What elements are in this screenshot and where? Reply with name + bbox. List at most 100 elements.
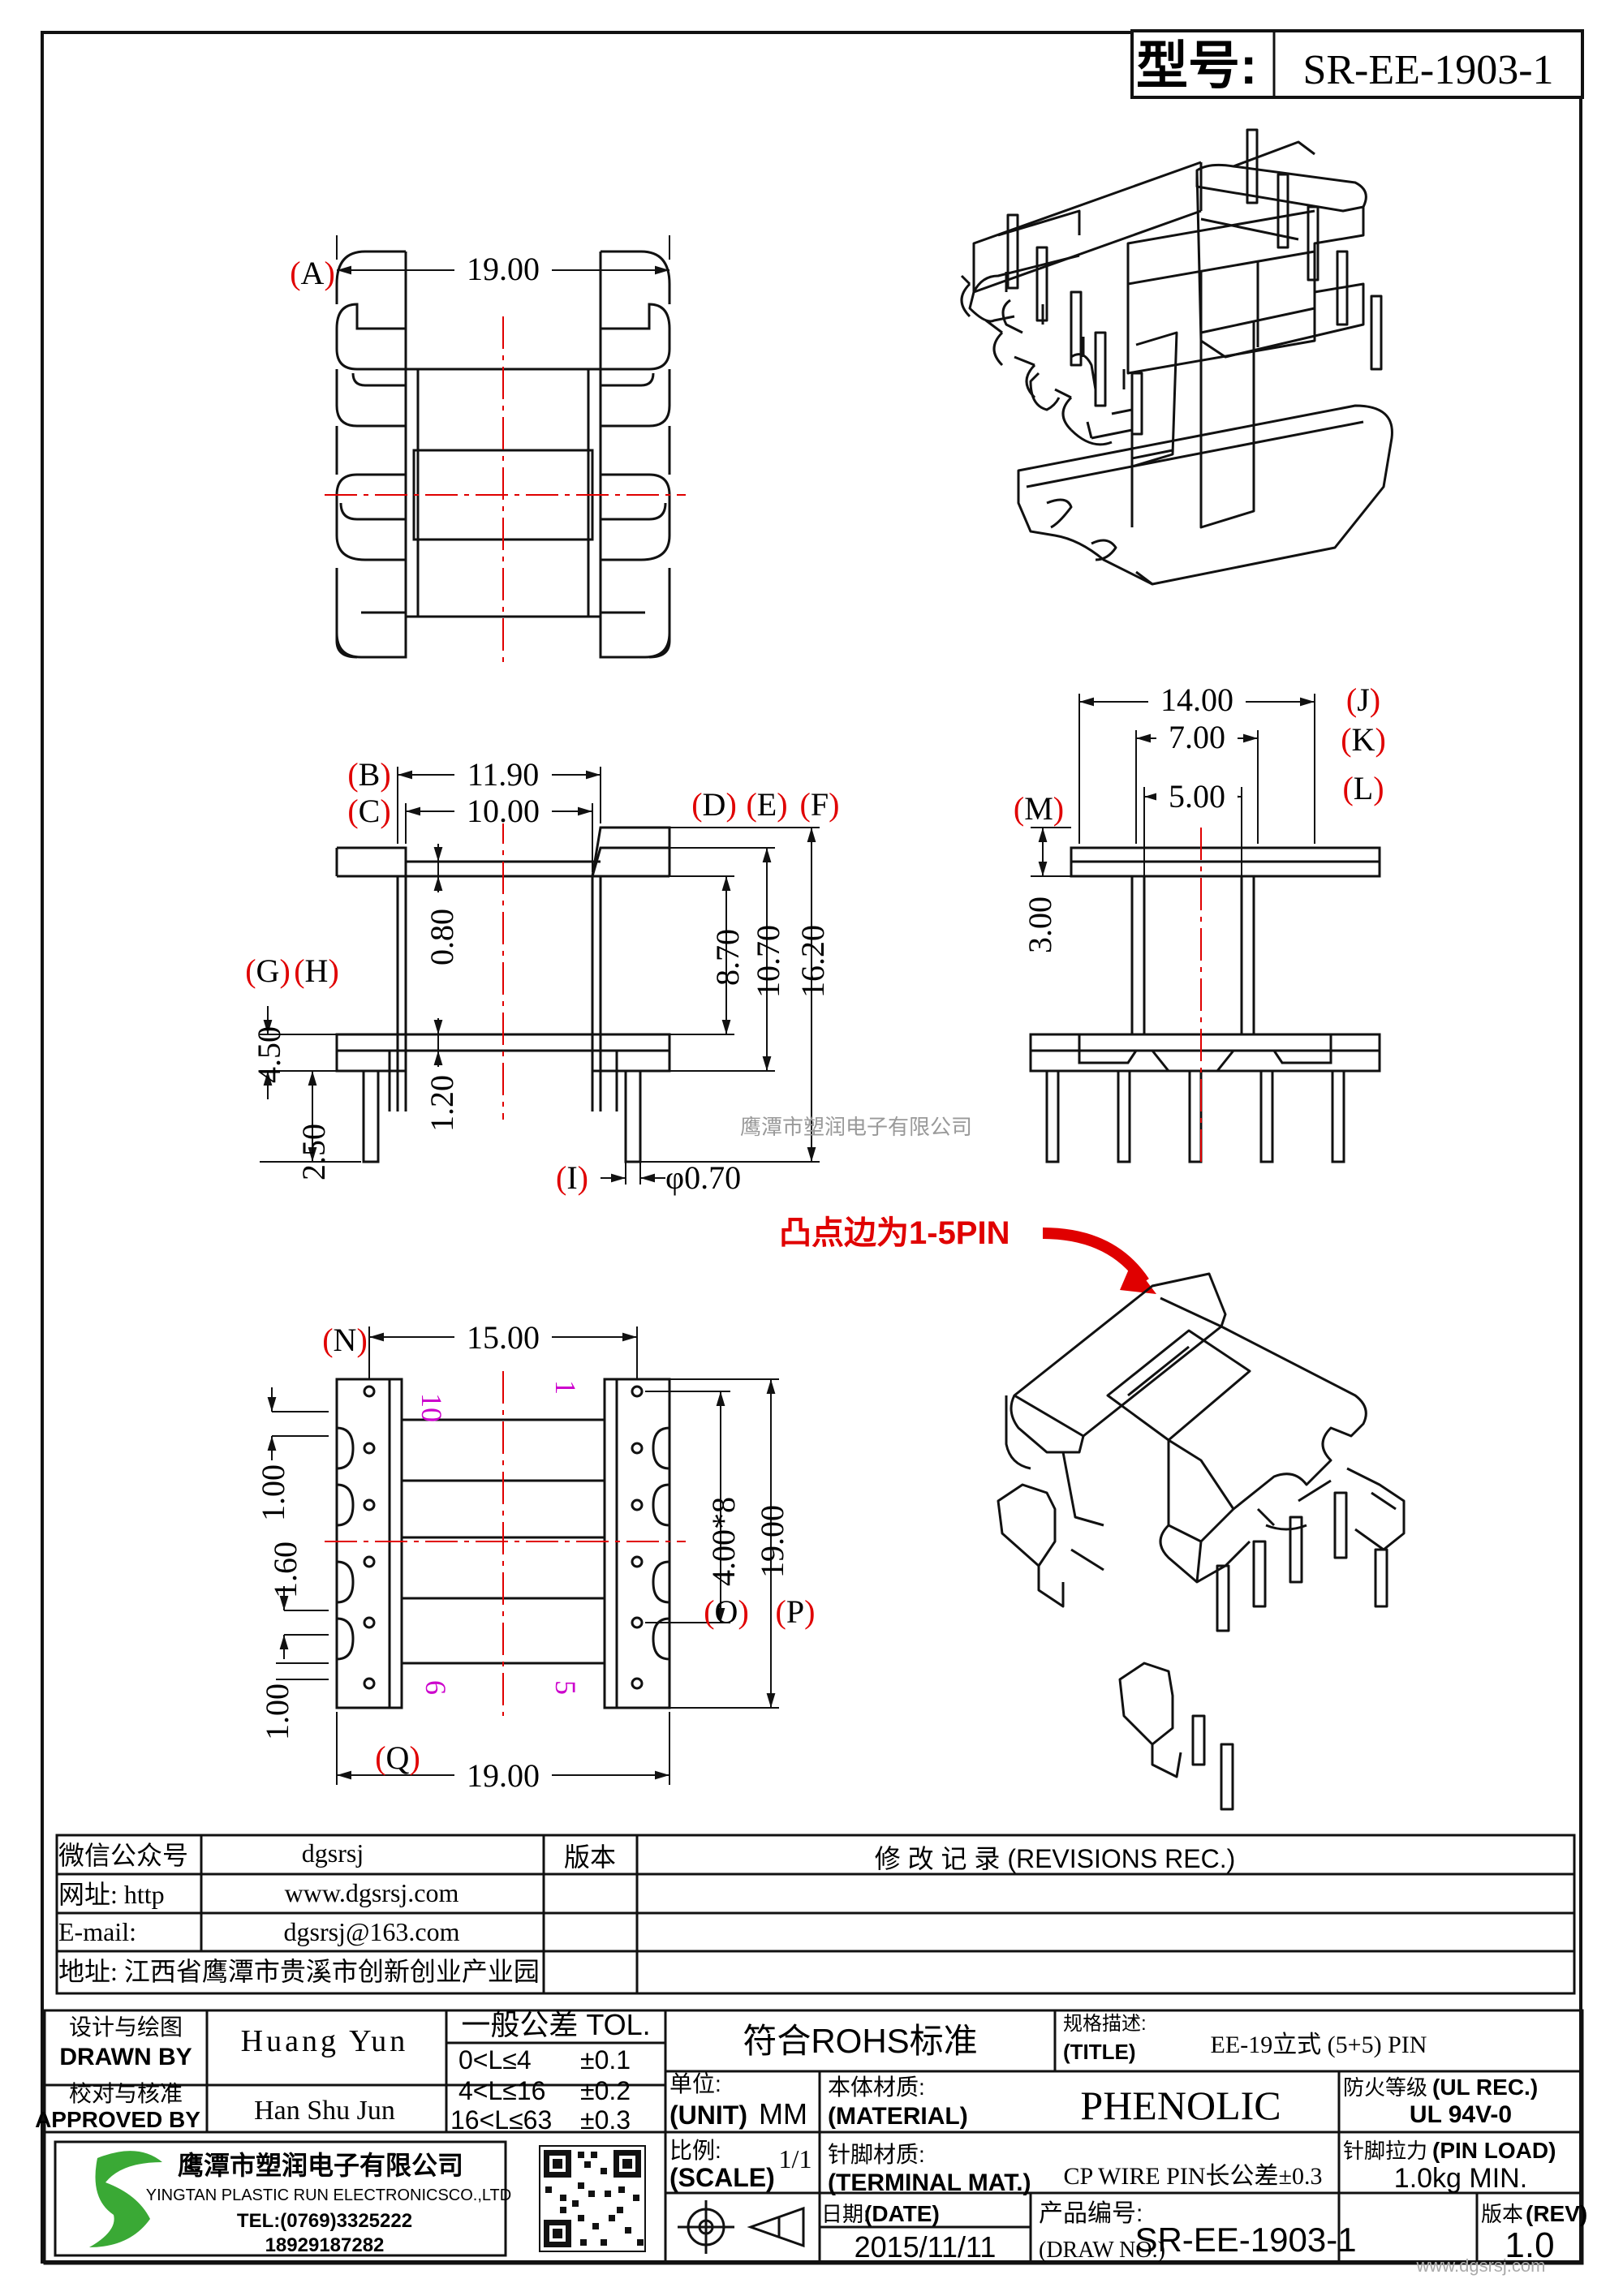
scale-label-cn: 比例: [669, 2138, 721, 2163]
tol-range-3: 16<L≤63 [450, 2105, 552, 2135]
info-table-lines [55, 1834, 1576, 1995]
dim-K-value: 7.00 [1169, 719, 1225, 755]
drawno-label-cn: 产品编号: [1039, 2200, 1143, 2227]
letter-F: (F) [800, 786, 840, 823]
ul-label-en: (UL REC.) [1432, 2075, 1538, 2100]
dim-1-60-value: 1.60 [267, 1541, 304, 1598]
spec-label-en: (TITLE) [1063, 2040, 1136, 2064]
designer-label-cn: 设计与绘图 [69, 2014, 183, 2040]
projection-symbol [678, 2200, 805, 2254]
dim-F-value: 16.20 [794, 925, 831, 998]
company-block: 鹰潭市塑润电子有限公司 YINGTAN PLASTIC RUN ELECTRON… [54, 2140, 646, 2257]
terminal-value: CP WIRE PIN长公差±0.3 [1064, 2163, 1323, 2190]
pinload-label-en: (PIN LOAD) [1432, 2138, 1556, 2163]
company-logo [89, 2151, 162, 2247]
designer-label-en: DRAWN BY [59, 2044, 192, 2070]
material-label-cn: 本体材质: [828, 2075, 925, 2100]
letter-C: (C) [347, 793, 390, 829]
approver-label-en: APPROVED BY [35, 2107, 200, 2132]
rev-value: 1.0 [1505, 2225, 1554, 2265]
date-value: 2015/11/11 [855, 2230, 997, 2264]
scale-value: 1/1 [779, 2144, 812, 2173]
dim-M-value: 3.00 [1022, 896, 1058, 953]
company-tel: TEL:(0769)3325222 [237, 2210, 412, 2232]
spec-label-cn: 规格描述: [1063, 2013, 1147, 2035]
tol-range-2: 4<L≤16 [458, 2076, 545, 2105]
dim-1-00-a-value: 1.00 [255, 1464, 291, 1521]
dim-J-value: 14.00 [1160, 681, 1233, 718]
side-view [1029, 846, 1381, 1163]
unit-label-en: (UNIT) [669, 2100, 747, 2130]
dim-B-value: 11.90 [467, 756, 540, 793]
dim-C-value: 10.00 [467, 793, 540, 829]
dim-1-00-b-value: 1.00 [259, 1683, 295, 1740]
rev-label-cn: 版本 [1481, 2202, 1523, 2226]
bottom-view-dims [267, 1326, 779, 1785]
letter-O: (O) [704, 1593, 749, 1630]
terminal-label-cn: 针脚材质: [828, 2142, 925, 2167]
dim-G-value: 4.50 [251, 1026, 287, 1083]
info-value-email: dgsrsj@163.com [283, 1917, 459, 1946]
bottom-view-centerlines [325, 1371, 686, 1716]
title-block-text: 设计与绘图 DRAWN BY Huang Yun 校对与核准 APPROVED … [35, 2008, 1587, 2265]
tol-value-1: ±0.1 [580, 2045, 631, 2075]
spec-value: EE-19立式 (5+5) PIN [1211, 2032, 1427, 2058]
ul-label-cn: 防火等级 [1343, 2075, 1427, 2100]
watermark-bottom: www.dgsrsj.com [1416, 2255, 1546, 2276]
bottom-view-labels: 15.00 (N) 19.00 (Q) 19.00 (P) 4.00*8 (O)… [255, 1319, 815, 1794]
model-box: 型号: SR-EE-1903-1 [1130, 29, 1584, 99]
revisions-header: 修 改 记 录 (REVISIONS REC.) [875, 1844, 1236, 1873]
version-header: 版本 [564, 1842, 616, 1872]
info-table-text: 微信公众号 dgsrsj 网址: http www.dgsrsj.com E-m… [58, 1838, 1235, 1986]
tolerance-header: 一般公差 TOL. [461, 2008, 650, 2041]
info-label-wechat: 微信公众号 [58, 1841, 188, 1870]
info-label-email: E-mail: [58, 1917, 136, 1946]
dim-I-value: φ0.70 [665, 1159, 741, 1196]
terminal-label-en: (TERMINAL MAT.) [828, 2169, 1031, 2196]
date-label-en: (DATE) [864, 2201, 940, 2226]
letter-N: (N) [322, 1322, 368, 1358]
unit-label-cn: 单位: [669, 2071, 721, 2096]
dim-O-value: 4.00*8 [705, 1497, 742, 1586]
drawing-frame [41, 31, 1582, 2264]
qr-code [539, 2145, 646, 2252]
dim-D-value: 8.70 [709, 929, 746, 986]
scale-label-en: (SCALE) [669, 2163, 775, 2192]
tol-value-2: ±0.2 [580, 2076, 631, 2105]
material-value: PHENOLIC [1080, 2083, 1281, 2128]
ul-value: UL 94V-0 [1410, 2101, 1512, 2128]
rohs-compliance: 符合ROHS标准 [743, 2022, 977, 2060]
front-view-labels: 11.90 10.00 (B) (C) (D) (E) (F) 8.70 10.… [245, 755, 839, 1196]
pin-numbers: 10 1 6 5 [415, 1380, 582, 1695]
letter-M: (M) [1014, 790, 1064, 827]
front-view-dims [260, 767, 820, 1185]
info-address: 地址: 江西省鹰潭市贵溪市创新创业产业园 [58, 1957, 540, 1986]
info-value-website: www.dgsrsj.com [285, 1878, 459, 1907]
drawno-label-en: (DRAW NO.) [1039, 2238, 1165, 2263]
rev-label-en: (REV) [1526, 2201, 1587, 2226]
letter-P: (P) [776, 1593, 816, 1630]
top-view [335, 250, 671, 659]
pin-number-6: 6 [420, 1680, 452, 1695]
drawno-value: SR-EE-1903-1 [1134, 2221, 1356, 2259]
front-view [335, 826, 671, 1163]
isometric-view-bottom [997, 1272, 1406, 1811]
pin-number-1: 1 [549, 1380, 582, 1395]
bottom-view [335, 1378, 671, 1709]
letter-J: (J) [1346, 681, 1380, 718]
bottom-view-slots [336, 1385, 670, 1690]
pin-number-10: 10 [415, 1393, 448, 1422]
letter-Q: (Q) [375, 1739, 420, 1776]
dim-P-value: 19.00 [754, 1505, 790, 1578]
date-label-cn: 日期: [821, 2202, 869, 2226]
letter-K: (K) [1341, 721, 1386, 758]
letter-L: (L) [1342, 770, 1384, 806]
dim-Q-value: 19.00 [467, 1757, 540, 1794]
title-block-lines [43, 2009, 1584, 2265]
dim-H-value: 2.50 [295, 1124, 332, 1180]
model-box-label: 型号: [1136, 37, 1257, 95]
unit-value: MM [759, 2097, 807, 2130]
isometric-view-top [960, 128, 1393, 586]
dim-E-value: 10.70 [750, 925, 786, 998]
pinload-value: 1.0kg MIN. [1394, 2163, 1527, 2194]
